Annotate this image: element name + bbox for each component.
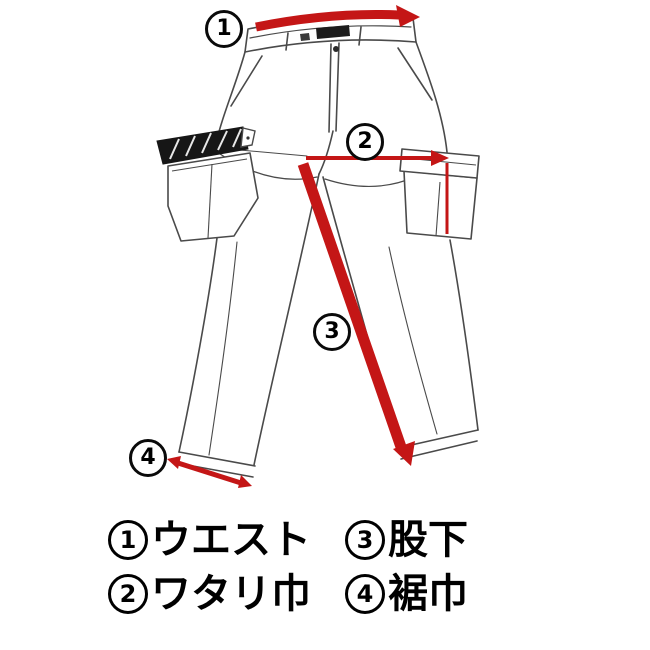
waist-arrowhead-icon	[396, 5, 420, 27]
legend-label-waist: ウエスト	[151, 517, 311, 563]
left-pocket-flap	[156, 126, 256, 165]
legend-number-watari: 2	[108, 574, 148, 614]
callout-inseam-number: 3	[313, 313, 351, 351]
legend-item-watari: 2 ワタリ巾	[108, 570, 345, 618]
callout-watari-number: 2	[346, 123, 384, 161]
waistband-details	[300, 25, 350, 52]
legend-item-waist: 1 ウエスト	[108, 516, 345, 564]
callout-hem-number: 4	[129, 439, 167, 477]
legend-item-inseam: 3 股下	[345, 516, 468, 564]
inseam-arrow	[297, 162, 407, 449]
legend-label-watari: ワタリ巾	[151, 571, 311, 617]
hem-arrow	[177, 460, 242, 486]
legend-number-waist: 1	[108, 520, 148, 560]
waist-arrow	[255, 10, 400, 32]
legend-label-hem: 裾巾	[388, 571, 468, 617]
legend-item-hem: 4 裾巾	[345, 570, 468, 618]
hem-arrowhead-left-icon	[167, 456, 181, 469]
measurement-arrows	[167, 5, 449, 488]
left-cargo-pocket	[167, 152, 259, 242]
watari-arrowhead-icon	[431, 150, 449, 166]
legend-number-hem: 4	[345, 574, 385, 614]
hem-arrowhead-right-icon	[238, 475, 252, 488]
legend-label-inseam: 股下	[388, 517, 468, 563]
legend: 1 ウエスト 3 股下 2 ワタリ巾 4 裾巾	[108, 516, 468, 618]
legend-number-inseam: 3	[345, 520, 385, 560]
right-cargo-pocket	[399, 148, 480, 240]
inseam-arrowhead-icon	[393, 441, 415, 466]
callout-waist-number: 1	[205, 10, 243, 48]
